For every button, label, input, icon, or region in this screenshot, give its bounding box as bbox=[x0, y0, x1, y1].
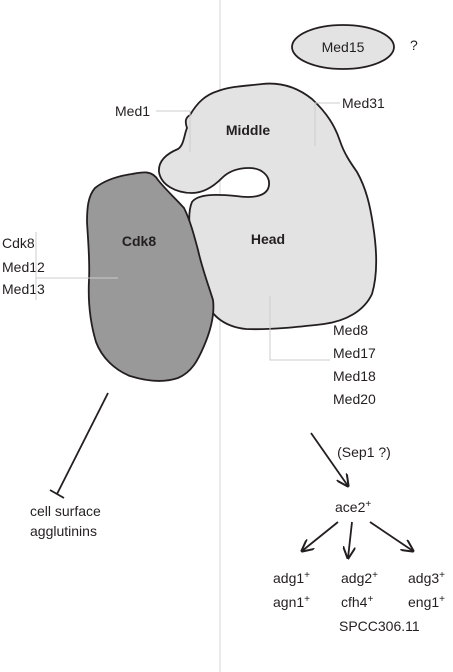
gene-adg1: adg1+ bbox=[273, 570, 310, 587]
gene-adg3: adg3+ bbox=[408, 570, 445, 587]
arrow-to-adg3 bbox=[369, 521, 413, 551]
head-module-label-4: Med20 bbox=[333, 391, 376, 407]
med31-label: Med31 bbox=[342, 95, 385, 111]
head-module-label-3: Med18 bbox=[333, 368, 376, 384]
cdk8-region-label: Cdk8 bbox=[122, 233, 156, 249]
sep1-label: (Sep1 ?) bbox=[337, 444, 391, 460]
inhibition-line bbox=[56, 392, 109, 495]
gene-eng1: eng1+ bbox=[408, 594, 445, 611]
head-label: Head bbox=[251, 231, 285, 247]
med15-ellipse bbox=[291, 24, 395, 70]
cell-surface-label-2: agglutinins bbox=[30, 523, 97, 539]
middle-label: Middle bbox=[226, 122, 271, 138]
med15-question-mark: ? bbox=[410, 37, 418, 53]
gene-adg2: adg2+ bbox=[341, 570, 378, 587]
cdk8-module-label-1: Cdk8 bbox=[2, 235, 35, 251]
cdk8-module-label-2: Med12 bbox=[2, 259, 45, 275]
arrow-to-adg2 bbox=[348, 521, 352, 558]
med15-label: Med15 bbox=[322, 39, 365, 55]
arrow-to-adg1 bbox=[302, 521, 339, 551]
arrow-to-ace2 bbox=[310, 432, 348, 486]
med31-bracket bbox=[314, 102, 340, 146]
head-module-label-2: Med17 bbox=[333, 345, 376, 361]
gene-cfh4: cfh4+ bbox=[341, 594, 373, 611]
inhibition-bar bbox=[49, 489, 65, 499]
cdk8-module-label-3: Med13 bbox=[2, 281, 45, 297]
ace2-label: ace2+ bbox=[335, 499, 371, 516]
med1-label: Med1 bbox=[115, 103, 150, 119]
cdk8-module bbox=[86, 171, 215, 382]
head-module-bracket bbox=[269, 296, 330, 361]
med1-bracket bbox=[156, 110, 191, 152]
head-module-label-1: Med8 bbox=[333, 322, 368, 338]
gene-spcc306-11: SPCC306.11 bbox=[339, 618, 420, 634]
cell-surface-label-1: cell surface bbox=[30, 503, 101, 519]
gene-agn1: agn1+ bbox=[273, 594, 310, 611]
